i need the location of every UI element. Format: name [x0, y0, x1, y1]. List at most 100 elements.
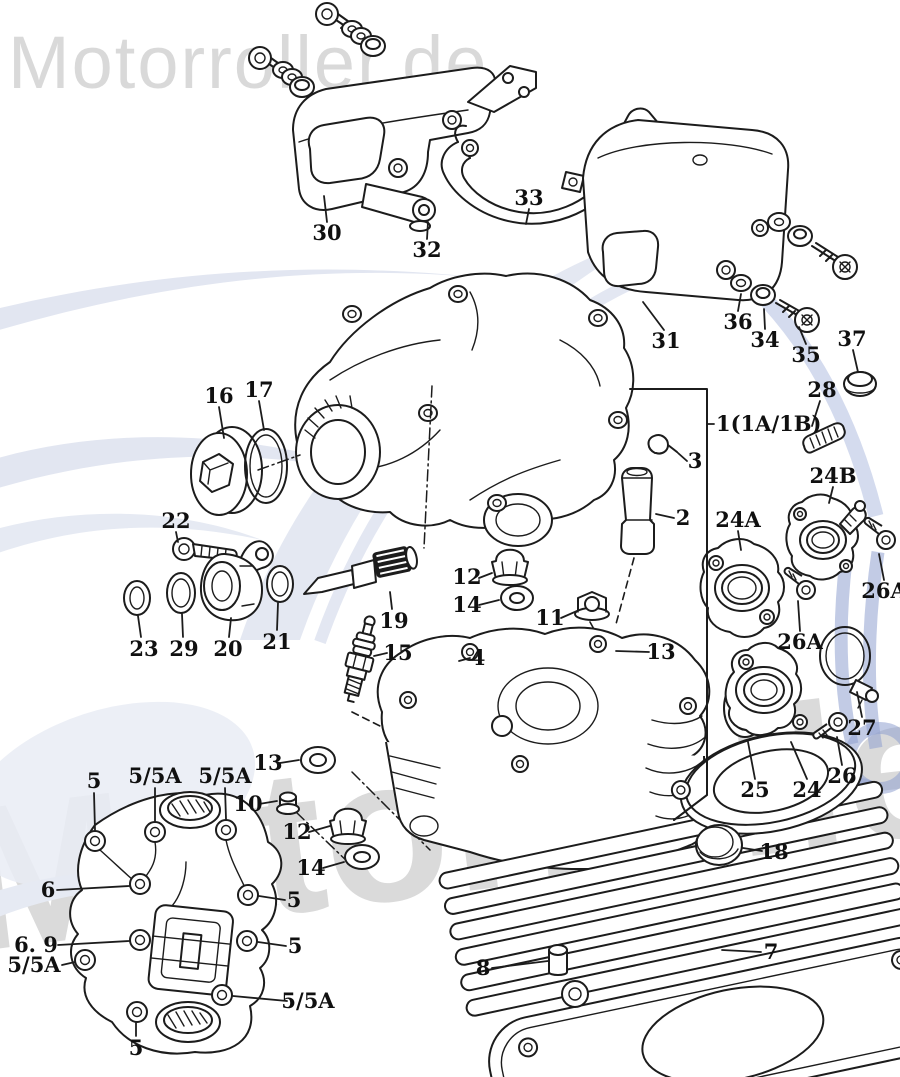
callout-leader-34	[763, 308, 766, 330]
cover-screw-set-upper	[315, 2, 386, 57]
callout-leader-30	[323, 195, 328, 223]
callout-leader-13	[279, 759, 300, 764]
callout-leader-29	[181, 613, 184, 638]
callout-label-13: 13	[646, 639, 675, 664]
callout-label-24: 24	[792, 777, 821, 802]
cover-31-fastener-row-upper	[767, 212, 858, 280]
callout-label-55A: 5/5A	[198, 763, 252, 788]
callout-leader-23	[137, 615, 142, 638]
part-26A-bolt-lower	[783, 566, 816, 600]
part-32-bracket	[361, 183, 436, 232]
callout-label-24B: 24B	[810, 463, 857, 488]
callout-leader-55A	[224, 787, 227, 820]
callout-leader-55A	[61, 961, 76, 966]
callout-label-55A: 5/5A	[281, 988, 335, 1013]
callout-label-17: 17	[244, 377, 273, 402]
callout-leader-2	[655, 513, 675, 519]
callout-leader-3	[677, 452, 688, 462]
callout-label-26: 26	[827, 763, 856, 788]
callout-leader-12	[308, 825, 331, 833]
callout-leader-14	[322, 861, 345, 869]
callout-leader-36	[737, 293, 742, 312]
callout-leader-26A	[878, 553, 885, 581]
callout-leader-10	[258, 800, 278, 805]
callout-leader-32	[426, 221, 429, 240]
callout-label-37: 37	[837, 326, 866, 351]
part-10-grommet	[276, 791, 300, 815]
part-26-bolt	[812, 712, 848, 740]
callout-label-5: 5	[87, 768, 102, 793]
callout-label-32: 32	[412, 237, 441, 262]
part-2-stem	[620, 467, 655, 555]
part-19-tach-shaft	[303, 546, 418, 595]
callout-leader-11	[560, 610, 578, 619]
callout-leader-5	[258, 895, 286, 901]
callout-leader-20	[228, 617, 232, 638]
assembly-1-bracket-tail	[673, 794, 708, 821]
callout-label-16: 16	[204, 383, 233, 408]
callout-leader-22	[175, 531, 179, 543]
part-37-cap	[843, 371, 877, 397]
part-17-oring	[244, 428, 288, 504]
line-art-layer	[69, 2, 900, 1077]
callout-leader-37	[852, 349, 859, 373]
callout-leader-19	[389, 591, 393, 610]
callout-leader-4	[458, 657, 471, 662]
callout-leader-15	[373, 652, 388, 657]
callout-label-2: 2	[676, 505, 691, 530]
callout-leader-5	[93, 792, 96, 831]
part-8-dowel	[548, 944, 589, 1008]
part-24A-manifold	[699, 538, 785, 638]
callout-label-6: 6	[41, 877, 56, 902]
callout-label-12: 12	[282, 819, 311, 844]
part-35-screw	[775, 299, 820, 333]
callout-label-55A: 5/5A	[7, 952, 61, 977]
part-21-oring	[266, 565, 294, 603]
callout-leader-21	[276, 602, 279, 631]
callout-leader-8	[491, 960, 549, 969]
callout-label-11: 11	[535, 605, 564, 630]
callout-label-36: 36	[723, 309, 752, 334]
callout-label-35: 35	[791, 342, 820, 367]
callout-label-8: 8	[476, 955, 491, 980]
callout-label-14: 14	[452, 592, 481, 617]
callout-leader-24A	[737, 530, 742, 551]
callout-label-10: 10	[233, 791, 262, 816]
callout-label-11A1B: 1(1A/1B)	[716, 411, 821, 436]
part-7-base-gasket	[488, 936, 900, 1077]
part-20-tach-drive-housing	[199, 540, 274, 622]
callout-label-27: 27	[847, 715, 876, 740]
part-18-plug	[695, 824, 743, 866]
part-14-washer-lower	[344, 844, 380, 870]
part-23-seal	[123, 580, 151, 616]
callout-label-23: 23	[129, 636, 158, 661]
callout-label-29: 29	[169, 636, 198, 661]
part-24B-manifold	[785, 493, 867, 581]
part-28-stud	[802, 422, 846, 454]
cover-screw-set-lower	[248, 46, 315, 98]
callout-label-18: 18	[759, 839, 788, 864]
callout-leader-26A	[797, 600, 801, 632]
callout-leader-33	[525, 208, 530, 225]
part-12-cap-nut-lower	[329, 807, 367, 845]
callout-label-5: 5	[287, 887, 302, 912]
callout-label-21: 21	[262, 629, 291, 654]
callout-label-15: 15	[383, 640, 412, 665]
callout-label-28: 28	[807, 377, 836, 402]
callout-label-22: 22	[161, 508, 190, 533]
callout-leader-7	[721, 949, 762, 953]
callout-leader-28	[811, 400, 821, 427]
part-24-insulator	[724, 642, 808, 736]
callout-leader-55A	[232, 995, 288, 1002]
callout-label-5: 5	[288, 933, 303, 958]
callout-label-34: 34	[750, 327, 779, 352]
part-31-head-side-cover	[582, 119, 790, 302]
part-15-spark-plug	[343, 615, 376, 703]
callout-label-14: 14	[296, 855, 325, 880]
callout-leader-69	[57, 940, 130, 946]
callout-label-31: 31	[651, 328, 680, 353]
part-16-cap	[190, 426, 263, 516]
callout-leader-5	[257, 941, 287, 947]
part-11-flange-nut	[574, 591, 610, 621]
